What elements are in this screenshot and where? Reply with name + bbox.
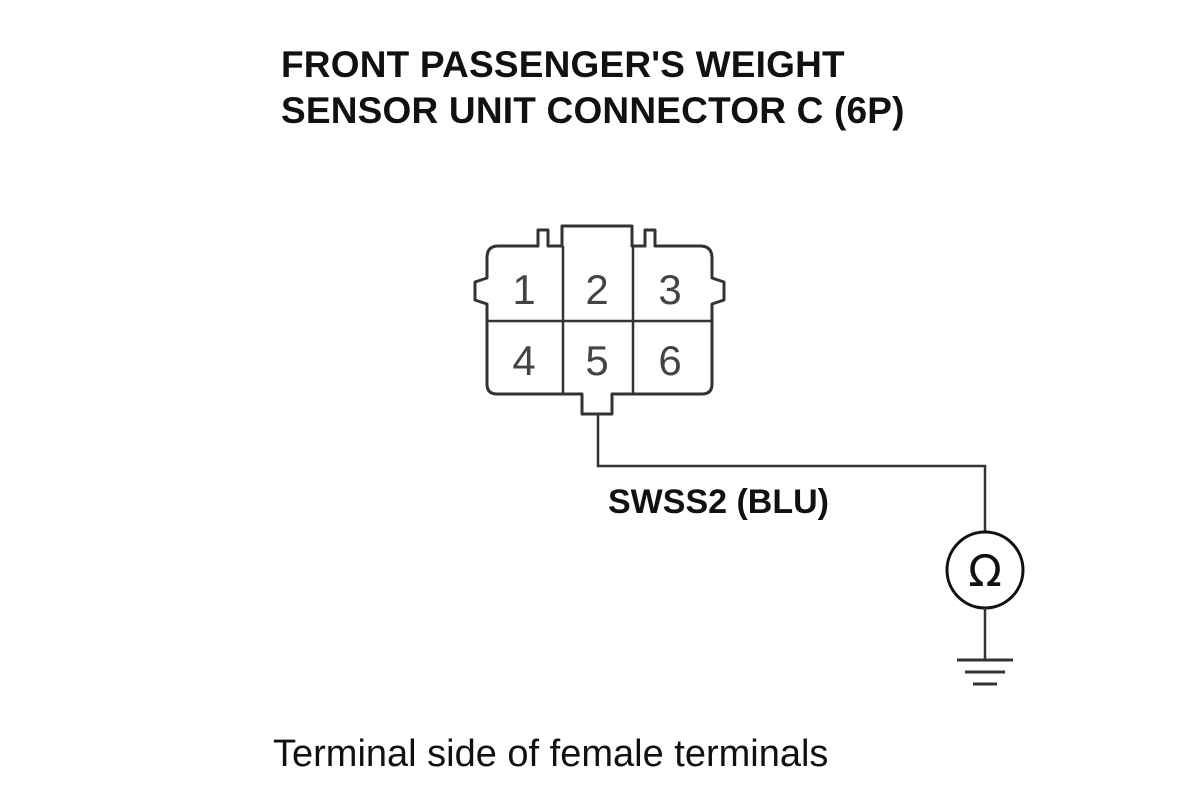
diagram-title: FRONT PASSENGER'S WEIGHT SENSOR UNIT CON… [281, 42, 905, 134]
pin-6: 6 [658, 337, 681, 384]
ground-icon [957, 658, 1013, 686]
connector-housing [473, 224, 726, 416]
pin-5: 5 [585, 337, 608, 384]
diagram-caption: Terminal side of female terminals [273, 733, 829, 775]
pin-1: 1 [512, 266, 535, 313]
title-line-2: SENSOR UNIT CONNECTOR C (6P) [281, 90, 905, 131]
pin-2: 2 [585, 266, 608, 313]
meter-symbol: Ω [968, 546, 1002, 597]
ohmmeter-icon: Ω [945, 530, 1025, 610]
pin-3: 3 [658, 266, 681, 313]
wire-label: SWSS2 (BLU) [608, 483, 829, 521]
pin-4: 4 [512, 337, 535, 384]
wire-swss2 [596, 414, 987, 532]
title-line-1: FRONT PASSENGER'S WEIGHT [281, 44, 845, 85]
